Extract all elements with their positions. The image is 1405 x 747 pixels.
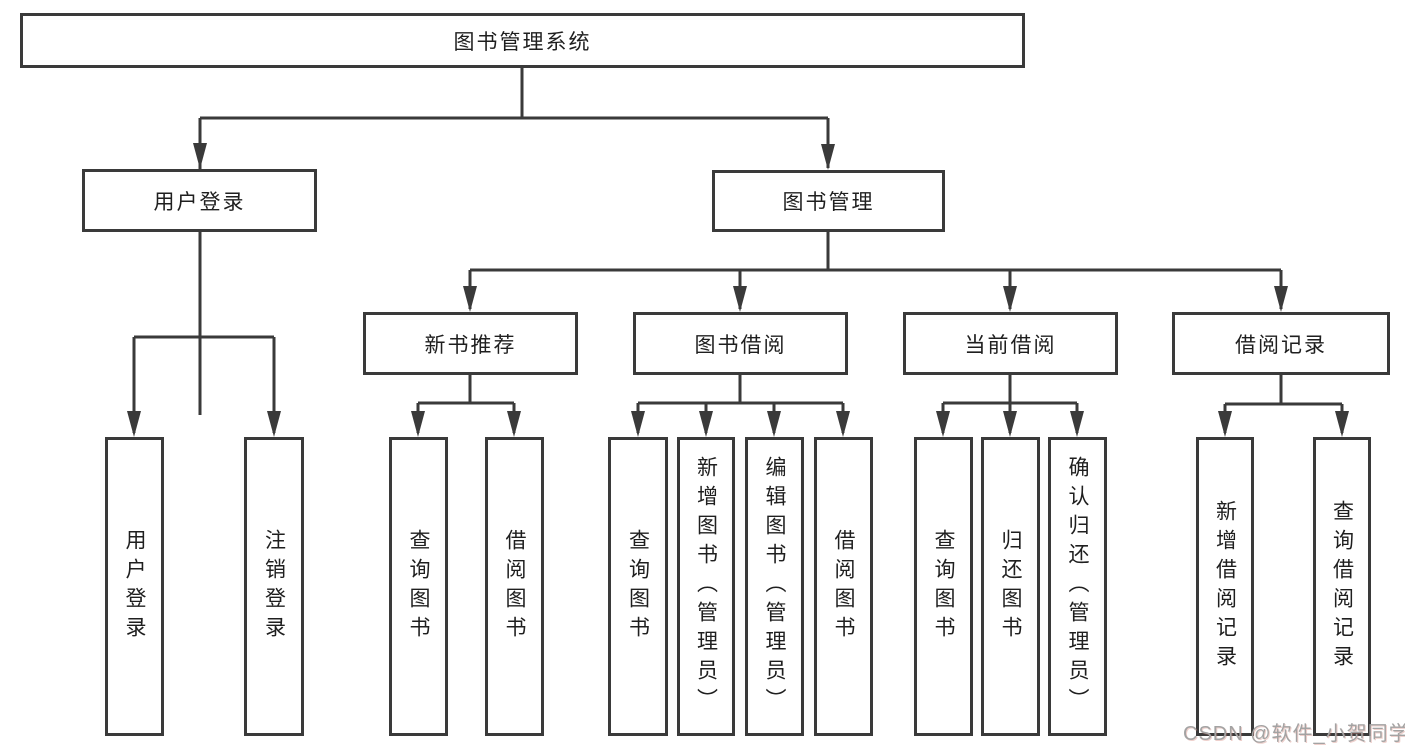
leaf-borrowing-edit-book-admin-label: 编辑图书（管理员） bbox=[763, 456, 786, 717]
node-current-borrowing-label: 当前借阅 bbox=[964, 333, 1057, 357]
node-root-label: 图书管理系统 bbox=[453, 30, 592, 54]
node-book-borrowing-label: 图书借阅 bbox=[694, 333, 787, 357]
leaf-borrowing-add-book-admin: 新增图书（管理员） bbox=[677, 437, 735, 736]
node-borrowing-records: 借阅记录 bbox=[1172, 312, 1390, 375]
leaf-borrowing-edit-book-admin: 编辑图书（管理员） bbox=[745, 437, 804, 736]
leaf-borrowing-query: 查询图书 bbox=[608, 437, 668, 736]
leaf-newbooks-borrow: 借阅图书 bbox=[485, 437, 544, 736]
node-new-book-recommend-label: 新书推荐 bbox=[424, 333, 517, 357]
node-book-borrowing: 图书借阅 bbox=[633, 312, 848, 375]
arrowheads bbox=[127, 143, 1349, 437]
leaf-newbooks-query: 查询图书 bbox=[389, 437, 448, 736]
leaf-newbooks-borrow-label: 借阅图书 bbox=[503, 528, 526, 645]
leaf-current-query: 查询图书 bbox=[914, 437, 973, 736]
leaf-borrowing-borrow-label: 借阅图书 bbox=[832, 528, 855, 645]
node-new-book-recommend: 新书推荐 bbox=[363, 312, 578, 375]
node-root: 图书管理系统 bbox=[20, 13, 1025, 68]
leaf-borrowing-add-book-admin-label: 新增图书（管理员） bbox=[694, 456, 718, 717]
leaf-current-query-label: 查询图书 bbox=[932, 528, 955, 645]
node-book-management: 图书管理 bbox=[712, 170, 945, 232]
leaf-current-return-label: 归还图书 bbox=[999, 528, 1022, 645]
leaf-records-query-label: 查询借阅记录 bbox=[1330, 499, 1354, 674]
watermark-text: CSDN @软件_小贺同学 bbox=[1183, 723, 1405, 745]
node-current-borrowing: 当前借阅 bbox=[903, 312, 1118, 375]
node-user-login: 用户登录 bbox=[82, 169, 317, 232]
leaf-logout: 注销登录 bbox=[244, 437, 304, 736]
leaf-borrowing-query-label: 查询图书 bbox=[626, 528, 650, 645]
leaf-records-query: 查询借阅记录 bbox=[1313, 437, 1371, 736]
leaf-borrowing-borrow: 借阅图书 bbox=[814, 437, 873, 736]
node-user-login-label: 用户登录 bbox=[153, 190, 246, 214]
leaf-current-return: 归还图书 bbox=[981, 437, 1040, 736]
leaf-user-login: 用户登录 bbox=[105, 437, 164, 736]
node-book-management-label: 图书管理 bbox=[782, 191, 875, 214]
leaf-records-add-label: 新增借阅记录 bbox=[1213, 499, 1237, 674]
leaf-current-confirm-return-admin-label: 确认归还（管理员） bbox=[1066, 456, 1089, 717]
leaf-logout-label: 注销登录 bbox=[262, 528, 286, 645]
node-borrowing-records-label: 借阅记录 bbox=[1235, 333, 1327, 357]
leaf-current-confirm-return-admin: 确认归还（管理员） bbox=[1048, 437, 1107, 736]
leaf-records-add: 新增借阅记录 bbox=[1196, 437, 1254, 736]
leaf-newbooks-query-label: 查询图书 bbox=[407, 528, 430, 645]
leaf-user-login-label: 用户登录 bbox=[123, 528, 146, 645]
